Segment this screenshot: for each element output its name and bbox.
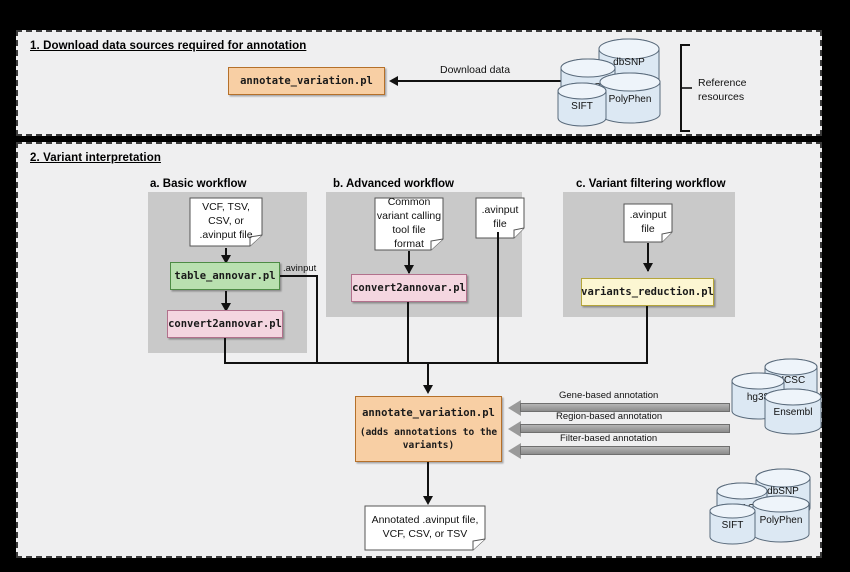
avinput-edge-label: .avinput <box>283 263 317 274</box>
process-convert2annovar-advanced[interactable]: convert2annovar.pl <box>351 274 467 302</box>
db-cylinder-sift-2: SIFT <box>709 503 756 545</box>
edge-b1-head <box>404 265 414 274</box>
region-annotation-arrowhead <box>508 421 521 437</box>
db-cylinder-polyphen-2: PolyPhen <box>752 495 810 543</box>
process-annotate-variation-download[interactable]: annotate_variation.pl <box>228 67 385 95</box>
download-arrow-head <box>389 76 398 86</box>
edge-b-side-v <box>497 232 499 364</box>
reference-line-1: Reference <box>698 77 747 89</box>
edge-a2 <box>225 291 227 309</box>
db-cylinder-sift: SIFT <box>557 82 607 127</box>
edge-bus-to-central <box>427 363 429 390</box>
download-arrow-line <box>398 80 573 82</box>
db-label: SIFT <box>571 101 593 112</box>
filter-annotation-bar[interactable] <box>520 446 730 455</box>
process-annotate-variation-central[interactable]: annotate_variation.pl (adds annotations … <box>355 396 502 462</box>
edge-c1-head <box>643 263 653 272</box>
process-table-annovar[interactable]: table_annovar.pl <box>170 262 280 290</box>
db-label: dbSNP <box>613 57 645 68</box>
workflow-a-title: a. Basic workflow <box>150 178 247 190</box>
input-doc-basic: VCF, TSV,CSV, or.avinput file <box>189 197 263 247</box>
db-label: UCSC <box>776 375 806 386</box>
reference-resources-label: Reference resources <box>698 76 746 104</box>
db-label: PolyPhen <box>759 515 803 526</box>
input-doc-basic-text: VCF, TSV,CSV, or.avinput file <box>199 201 253 241</box>
region-annotation-bar[interactable] <box>520 424 730 433</box>
filter-annotation-arrowhead <box>508 443 521 459</box>
db-label: SIFT <box>721 520 744 531</box>
filter-annotation-label: Filter-based annotation <box>560 433 658 444</box>
process-label: variants_reduction.pl <box>581 285 714 298</box>
db-label: dbSNP <box>767 486 799 497</box>
section-1-title: 1. Download data sources required for an… <box>30 40 307 52</box>
db-label: Ensembl <box>773 407 813 418</box>
workflow-b-title: b. Advanced workflow <box>333 178 454 190</box>
avinput-branch-h <box>280 275 318 277</box>
gene-annotation-bar[interactable] <box>520 403 730 412</box>
process-label: convert2annovar.pl <box>168 317 282 330</box>
download-data-label: Download data <box>440 64 511 76</box>
region-annotation-label: Region-based annotation <box>556 411 663 422</box>
db-cylinder-polyphen: PolyPhen <box>599 72 661 124</box>
bus-drop-b <box>407 302 409 364</box>
process-label: convert2annovar.pl <box>352 281 466 294</box>
output-doc-text: Annotated .avinput file,VCF, CSV, or TSV <box>371 514 479 540</box>
section-2-title: 2. Variant interpretation <box>30 152 161 164</box>
edge-central-to-output-head <box>423 496 433 505</box>
db-label: PolyPhen <box>608 94 652 105</box>
process-label: annotate_variation.pl <box>362 406 495 419</box>
db-label: hg38 <box>746 392 770 403</box>
section-download-panel <box>16 30 822 136</box>
edge-c1 <box>647 243 649 271</box>
process-label: annotate_variation.pl <box>240 74 373 87</box>
db-cylinder-ensembl: Ensembl <box>764 388 822 435</box>
process-convert2annovar-basic[interactable]: convert2annovar.pl <box>167 310 283 338</box>
edge-a1 <box>225 248 227 259</box>
process-variants-reduction[interactable]: variants_reduction.pl <box>581 278 714 306</box>
gene-annotation-arrowhead <box>508 400 521 416</box>
bus-drop-a <box>224 338 226 364</box>
bus-drop-c <box>646 306 648 364</box>
merge-bus <box>224 362 648 364</box>
workflow-c-title: c. Variant filtering workflow <box>576 178 726 190</box>
reference-line-2: resources <box>698 91 745 104</box>
process-label: table_annovar.pl <box>174 269 276 282</box>
edge-central-to-output <box>427 462 429 502</box>
edge-a1-head <box>221 255 231 264</box>
edge-a2-head <box>221 303 231 312</box>
edge-bus-to-central-head <box>423 385 433 394</box>
output-doc: Annotated .avinput file,VCF, CSV, or TSV <box>364 505 486 551</box>
gene-annotation-label: Gene-based annotation <box>559 390 659 401</box>
reference-resources-bracket <box>678 44 696 137</box>
avinput-branch-v <box>316 275 318 364</box>
edge-b1 <box>408 251 410 273</box>
